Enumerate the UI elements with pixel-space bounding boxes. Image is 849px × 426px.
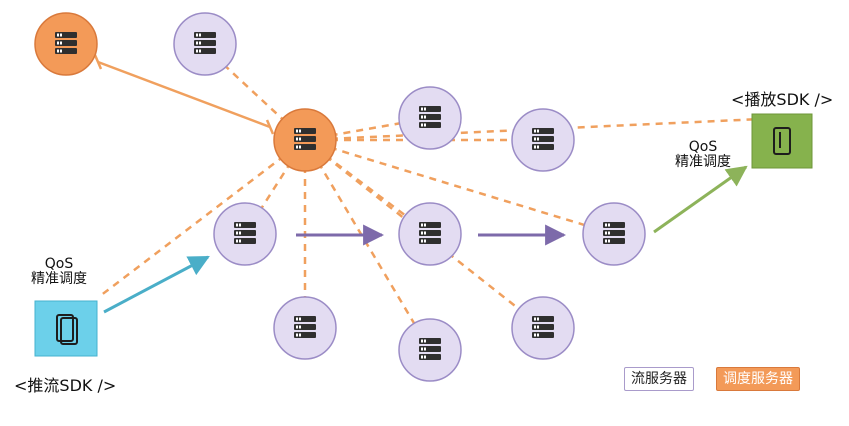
player-sdk-label: <播放SDK /> [731, 90, 834, 109]
link-to-lower-right-server [304, 139, 544, 329]
legend-stream-server: 流服务器 [624, 367, 694, 391]
server-icon [234, 222, 256, 244]
stream-server-center [398, 202, 462, 266]
server-icon [419, 338, 441, 360]
qos-label-left-line1: QoS [44, 256, 74, 272]
server-icon [294, 128, 316, 150]
server-icon [532, 316, 554, 338]
server-icon [603, 222, 625, 244]
link-to-right-relay [304, 138, 615, 236]
qos-label-left: QoS 精准调度 [24, 257, 94, 287]
stream-server-lower-right [511, 296, 575, 360]
qos-label-right-line2: 精准调度 [675, 154, 731, 170]
player-device [751, 113, 813, 169]
pusher-device [34, 300, 98, 357]
stream-server-top [173, 12, 237, 76]
schedule-server-central [273, 108, 337, 172]
stream-server-edge [213, 202, 277, 266]
pusher-sdk-label: <推流SDK /> [14, 376, 117, 395]
stream-server-lower-left [273, 296, 337, 360]
play-arrow [653, 165, 748, 234]
stream-server-upper-right [511, 108, 575, 172]
schedule-server-top-left [34, 12, 98, 76]
smartphone-icon [773, 127, 791, 155]
server-icon [419, 222, 441, 244]
server-icon [55, 32, 77, 54]
stream-server-mid-top [398, 86, 462, 150]
qos-label-left-line2: 精准调度 [31, 271, 87, 287]
smartphone-icon [56, 314, 78, 345]
server-icon [294, 316, 316, 338]
stream-server-bottom [398, 318, 462, 382]
push-arrow [103, 255, 210, 314]
qos-label-right: QoS 精准调度 [668, 140, 738, 170]
scheduler-link [93, 54, 275, 135]
link-to-pusher [99, 139, 306, 297]
legend-schedule-server: 调度服务器 [716, 367, 800, 391]
stream-server-right-relay [582, 202, 646, 266]
server-icon [419, 106, 441, 128]
qos-label-right-line1: QoS [688, 139, 718, 155]
server-icon [532, 128, 554, 150]
server-icon [194, 32, 216, 54]
